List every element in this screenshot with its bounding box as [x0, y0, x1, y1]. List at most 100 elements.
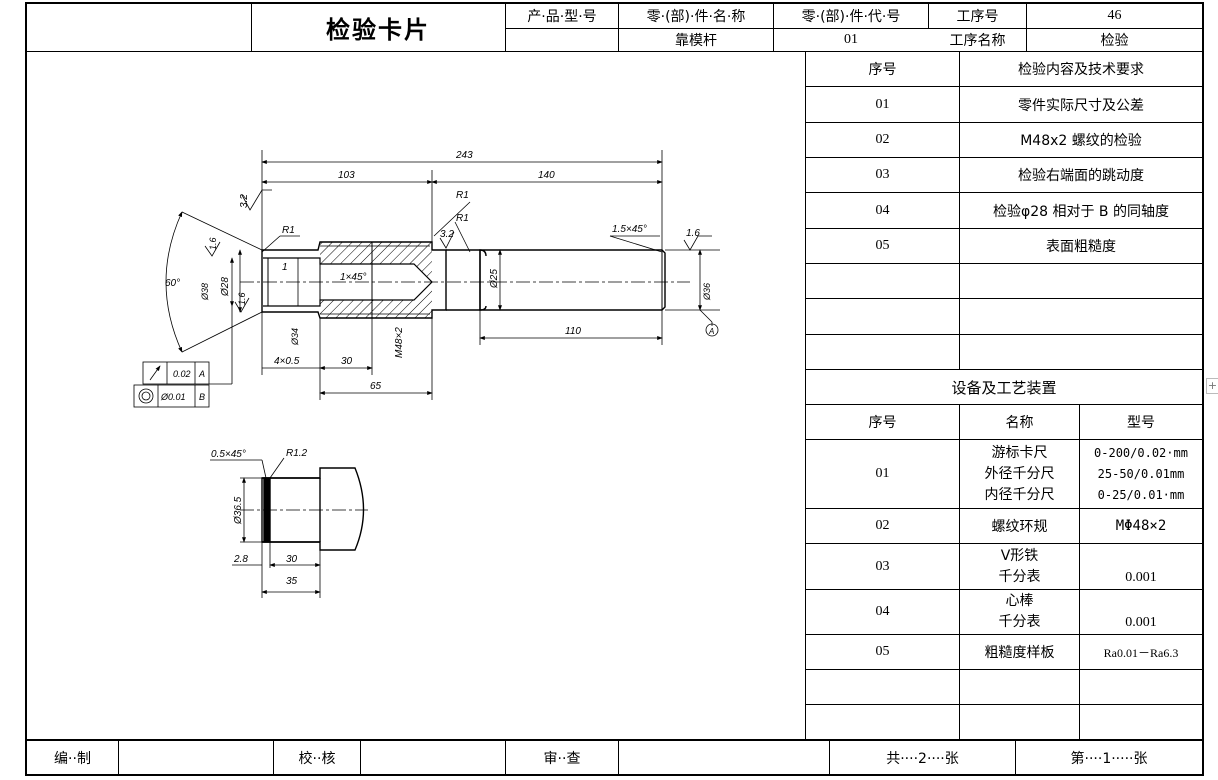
- col-divider: [1079, 404, 1080, 739]
- process-name-value: 检验: [1100, 33, 1129, 49]
- dim-30: 30: [341, 356, 353, 367]
- detail-dim-28: 2.8: [233, 554, 248, 565]
- equipment-section-title: 设备及工艺装置: [951, 378, 1057, 397]
- detail-dim-30: 30: [286, 554, 298, 565]
- item-content: M48x2 螺纹的检验: [1020, 133, 1142, 149]
- header-mid-line: [505, 28, 1203, 29]
- footer-divider: [618, 740, 619, 775]
- detail-dim-05x45: 0.5×45°: [211, 449, 246, 460]
- side-plus-icon[interactable]: +: [1206, 378, 1218, 394]
- checked-label: 校··核: [298, 750, 336, 767]
- dim-65: 65: [370, 381, 382, 392]
- main-dimension-labels: 243 103 140 110 30 65 4×0.5 1 1×45° 1.5×…: [160, 150, 714, 402]
- footer-divider: [118, 740, 119, 775]
- header-bottom-line: [25, 51, 1203, 52]
- header-divider: [251, 2, 252, 52]
- roughness-16-right: 1.6: [686, 228, 700, 239]
- row-line: [805, 334, 1203, 335]
- eq-model: Ra0.01－Ra6.3: [1103, 645, 1179, 660]
- item-no: 01: [875, 96, 890, 112]
- col-header-no: 序号: [868, 62, 897, 78]
- row-line: [805, 298, 1203, 299]
- detail-dimensions: [210, 457, 321, 598]
- row-line: [805, 369, 1203, 370]
- part-name-value: 靠模杆: [675, 33, 717, 49]
- eq-no: 04: [875, 604, 890, 619]
- dim-243: 243: [455, 150, 473, 161]
- dim-phi28: Ø28: [220, 277, 231, 297]
- eq-name: 螺纹环规: [991, 519, 1048, 535]
- frame-left: [25, 2, 27, 776]
- roughness-32-left: 3.2: [239, 194, 250, 208]
- eq-name: V形铁: [1000, 547, 1039, 564]
- detail-dim-phi365: Ø36.5: [233, 496, 244, 525]
- dim-m48: M48×2: [394, 327, 405, 358]
- eq-name: 粗糙度样板: [984, 645, 1055, 661]
- dim-4x05: 4×0.5: [274, 356, 300, 367]
- eq-name: 游标卡尺: [991, 444, 1048, 461]
- eq-names: 游标卡尺 外径千分尺 内径千分尺: [960, 440, 1079, 508]
- footer-divider: [829, 740, 830, 775]
- eq-no: 05: [875, 644, 890, 659]
- frame-bottom: [25, 774, 1203, 776]
- item-content: 零件实际尺寸及公差: [1018, 97, 1144, 114]
- eq-no: 03: [875, 558, 890, 574]
- eq-model: 0.001: [1125, 615, 1157, 630]
- row-line: [805, 508, 1203, 509]
- eq-col-header-name: 名称: [1005, 415, 1034, 431]
- radius-r1-mid: R1: [456, 213, 469, 224]
- item-no: 03: [875, 167, 890, 182]
- reviewed-label: 审··查: [543, 750, 581, 767]
- tol-value-1: 0.02: [173, 369, 191, 379]
- eq-name: 心棒: [1005, 593, 1034, 609]
- row-line: [805, 157, 1203, 158]
- footer-divider: [360, 740, 361, 775]
- dim-phi34: Ø34: [290, 328, 300, 346]
- process-no-label: 工序号: [956, 9, 999, 25]
- dim-110: 110: [565, 326, 581, 337]
- dim-103: 103: [338, 170, 355, 181]
- detail-dimension-labels: 0.5×45° R1.2 2.8 30 35 Ø36.5: [211, 448, 308, 587]
- eq-names: 心棒 千分表: [960, 590, 1079, 634]
- row-line: [805, 543, 1203, 544]
- dim-15x45: 1.5×45°: [612, 224, 647, 235]
- dim-phi25: Ø25: [489, 269, 500, 289]
- row-line: [805, 122, 1203, 123]
- process-name-label: 工序名称: [949, 33, 1006, 49]
- eq-names: V形铁 千分表: [960, 544, 1079, 589]
- footer-divider: [505, 740, 506, 775]
- tol-value-2: Ø0.01: [160, 392, 186, 402]
- item-no: 02: [875, 132, 890, 147]
- row-line: [805, 192, 1203, 193]
- eq-model: 0-200/0.02·mm: [1094, 445, 1188, 460]
- eq-col-header-no: 序号: [868, 415, 897, 431]
- row-line: [805, 228, 1203, 229]
- item-content: 检验φ28 相对于 B 的同轴度: [992, 203, 1169, 220]
- row-line: [805, 439, 1203, 440]
- row-line: [805, 669, 1203, 670]
- page-number-label: 第····1·····张: [1070, 750, 1148, 767]
- eq-model: MΦ48×2: [1115, 518, 1167, 534]
- item-content: 检验右端面的跳动度: [1018, 168, 1144, 184]
- part-name-label: 零·(部)·件·名·称: [646, 9, 746, 25]
- eq-name: 千分表: [998, 614, 1041, 630]
- card-title: 检验卡片: [326, 16, 430, 44]
- process-no-value: 46: [1107, 8, 1122, 23]
- compiled-label: 编··制: [54, 750, 91, 767]
- part-drawing: 243 103 140 110 30 65 4×0.5 1 1×45° 1.5×…: [133, 150, 720, 598]
- radius-r1-left: R1: [282, 225, 295, 236]
- footer-divider: [1015, 740, 1016, 775]
- roughness-32-neck: 3.2: [440, 229, 454, 240]
- datum-a: A: [708, 327, 714, 336]
- header-divider: [1026, 2, 1027, 52]
- header-divider: [505, 2, 506, 52]
- eq-name: 外径千分尺: [984, 465, 1055, 482]
- eq-name: 千分表: [998, 568, 1041, 585]
- eq-models: 0.001: [1080, 590, 1202, 634]
- eq-model: 0.001: [1125, 569, 1157, 585]
- product-model-label: 产·品·型·号: [527, 9, 597, 25]
- col-divider: [959, 404, 960, 739]
- eq-model: 0-25/0.01·mm: [1097, 487, 1185, 502]
- frame-top: [25, 2, 1203, 4]
- eq-col-header-model: 型号: [1127, 415, 1155, 431]
